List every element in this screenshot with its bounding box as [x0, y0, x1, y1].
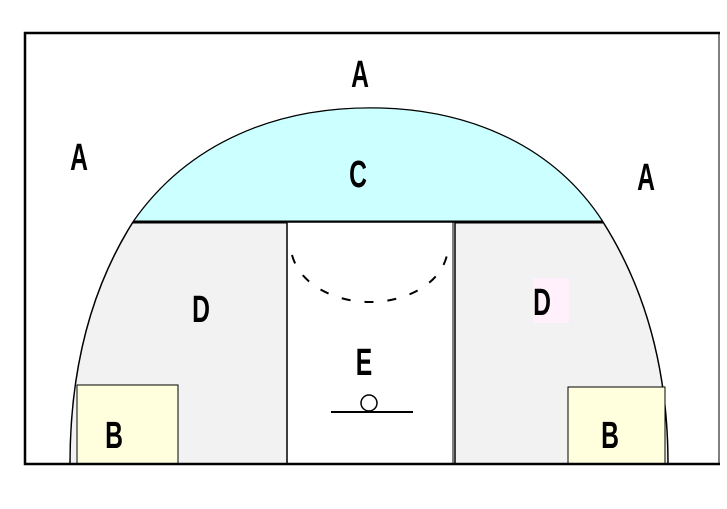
zone-c-area: [132, 107, 604, 223]
hoop-icon: [360, 394, 378, 412]
label-b-left: B: [105, 414, 123, 457]
label-highlight: [533, 278, 569, 323]
zone-e-lane: [286, 221, 456, 465]
free-throw-dashed-arc: [291, 254, 448, 304]
label-a-left: A: [70, 136, 88, 179]
label-d-left: D: [192, 288, 210, 331]
label-a-top: A: [351, 53, 369, 96]
label-b-right: B: [601, 414, 619, 457]
label-d-right: D: [533, 281, 551, 324]
zone-b-left: [76, 384, 179, 465]
zone-b-right: [567, 386, 666, 465]
label-c: C: [349, 153, 367, 196]
label-a-right: A: [637, 156, 655, 199]
label-e: E: [356, 341, 372, 384]
court-boundary: [23, 31, 720, 466]
